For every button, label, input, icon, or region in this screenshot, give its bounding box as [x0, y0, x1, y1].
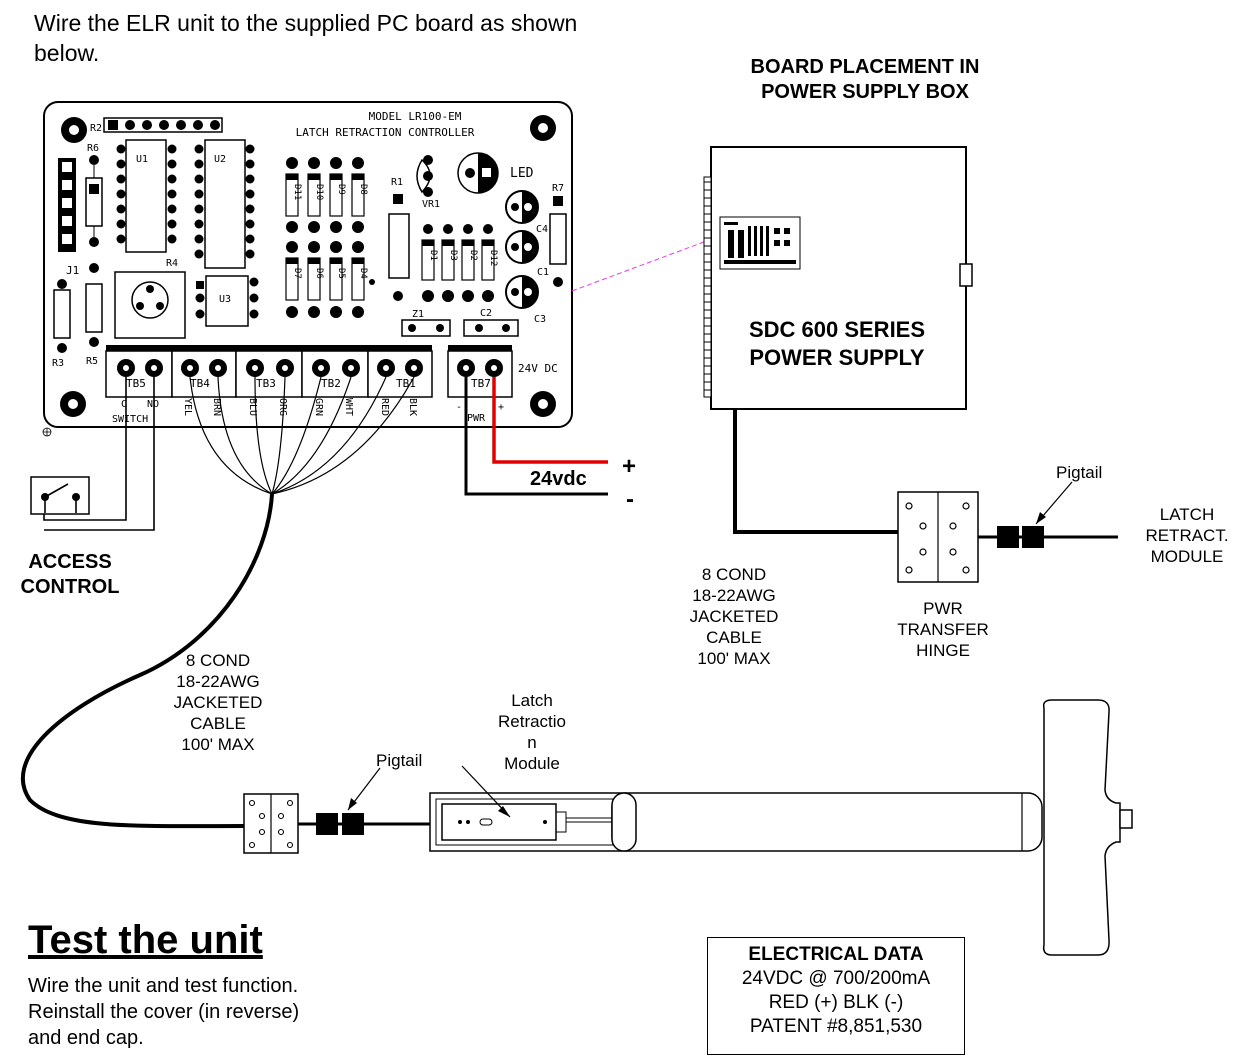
mounting-holes	[60, 115, 556, 417]
label-c4: C4	[536, 224, 548, 235]
power-supply-box	[703, 146, 973, 410]
power-minus-label: -	[626, 486, 634, 513]
cable-fan	[189, 376, 415, 495]
label-led: LED	[510, 166, 534, 181]
electrical-data-box: ELECTRICAL DATA 24VDC @ 700/200mA RED (+…	[707, 937, 965, 1055]
label-d7: D7	[292, 268, 302, 279]
label-d5: D5	[336, 268, 346, 279]
label-blk: BLK	[407, 398, 418, 416]
label-tb1: TB1	[396, 377, 416, 390]
pc-board: MODEL LR100-EM LATCH RETRACTION CONTROLL…	[42, 101, 573, 437]
board-title: LATCH RETRACTION CONTROLLER	[296, 126, 475, 139]
label-wht: WHT	[343, 398, 354, 416]
label-c3: C3	[534, 314, 546, 325]
label-c: C	[121, 399, 127, 410]
pigtail-label-left: Pigtail	[376, 751, 423, 770]
label-d9: D9	[336, 184, 346, 195]
voltage-label: 24vdc	[530, 468, 587, 490]
label-u3: U3	[219, 294, 231, 305]
power-plus-label: +	[622, 453, 637, 480]
label-tb2: TB2	[321, 377, 341, 390]
label-d10: D10	[314, 184, 324, 200]
label-c2: C2	[480, 308, 492, 319]
label-pwr: PWR	[467, 413, 486, 424]
pigtail-label-right: Pigtail	[1056, 463, 1103, 482]
test-heading: Test the unit	[28, 918, 263, 962]
test-body: Wire the unit and test function.Reinstal…	[28, 975, 300, 1049]
wire-negative	[464, 377, 608, 496]
label-yel: YEL	[182, 398, 193, 416]
transfer-hinge-left	[243, 793, 299, 854]
label-minus-term: -	[456, 402, 462, 413]
exit-device	[429, 699, 1133, 956]
label-r1: R1	[391, 177, 403, 188]
board-placement-label: BOARD PLACEMENT IN POWER SUPPLY BOX	[750, 56, 980, 103]
label-tb3: TB3	[256, 377, 276, 390]
label-r4: R4	[166, 258, 178, 269]
label-blu: BLU	[247, 398, 258, 416]
label-24v-dc: 24V DC	[518, 362, 558, 375]
label-tb5: TB5	[126, 377, 146, 390]
wire-positive	[492, 377, 608, 464]
label-tb4: TB4	[190, 377, 210, 390]
label-u1: U1	[136, 154, 148, 165]
leader-line	[571, 235, 721, 292]
label-brn: BRN	[211, 398, 222, 416]
label-z1: Z1	[412, 309, 424, 320]
access-control-label: ACCESS CONTROL	[20, 551, 120, 598]
label-vr1: VR1	[422, 199, 440, 210]
label-c1: C1	[537, 267, 549, 278]
transfer-hinge-right	[897, 491, 979, 583]
jacketed-cable-left	[21, 493, 274, 829]
label-d3: D3	[448, 250, 458, 261]
label-switch: SWITCH	[112, 414, 148, 425]
label-tb7: TB7	[471, 377, 491, 390]
label-grn: GRN	[313, 398, 324, 416]
box-ticks	[704, 181, 711, 391]
label-r5: R5	[86, 356, 98, 367]
label-red: RED	[379, 398, 390, 416]
label-d4: D4	[358, 268, 368, 279]
label-r2: R2	[90, 123, 102, 134]
label-d2: D2	[468, 250, 478, 261]
board-model: MODEL LR100-EM	[369, 110, 462, 123]
label-d1: D1	[428, 250, 438, 261]
label-d11: D11	[292, 184, 302, 200]
label-u2: U2	[214, 154, 226, 165]
power-supply-label: SDC 600 SERIES POWER SUPPLY	[748, 317, 926, 370]
label-d8: D8	[358, 184, 368, 195]
label-no: NO	[147, 399, 159, 410]
label-r7: R7	[552, 183, 564, 194]
label-r3: R3	[52, 358, 64, 369]
access-switch	[30, 476, 90, 515]
label-org: ORG	[277, 398, 288, 416]
capacitors	[505, 190, 539, 309]
label-d6: D6	[314, 268, 324, 279]
label-j1: J1	[66, 264, 79, 277]
label-d12: D12	[488, 250, 498, 266]
intro-text: Wire the ELR unit to the supplied PC boa…	[34, 10, 578, 66]
jacketed-cable-right	[733, 409, 898, 534]
label-r6: R6	[87, 143, 99, 154]
label-plus-term: +	[498, 402, 504, 413]
electrical-data-title: ELECTRICAL DATA	[748, 944, 924, 965]
